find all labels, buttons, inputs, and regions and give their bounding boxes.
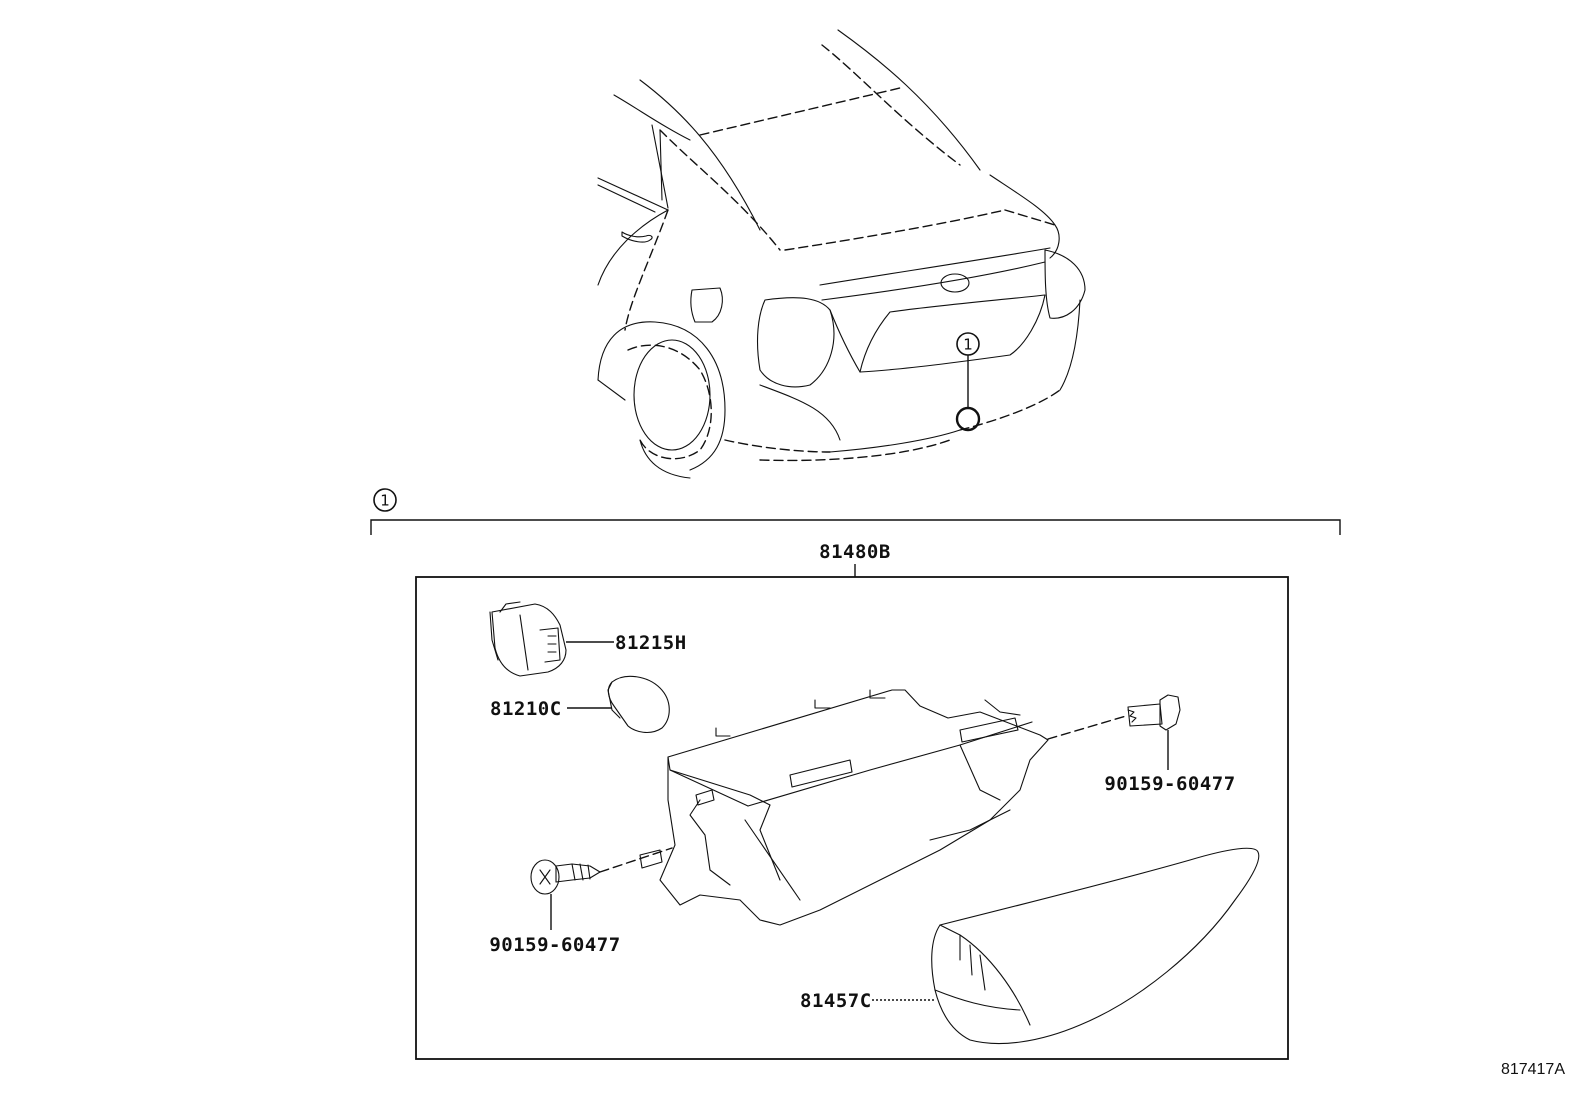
- left-screw-label: 90159-60477: [489, 934, 620, 956]
- socket-label: 81215H: [615, 632, 687, 654]
- right-screw-label: 90159-60477: [1104, 773, 1235, 795]
- lens-part: [931, 847, 1260, 1045]
- bulb-part: [607, 675, 670, 734]
- section-bracket: 1: [370, 488, 1341, 535]
- socket-part: [489, 601, 567, 677]
- section-callout-number: 1: [380, 492, 390, 510]
- assembly-label: 81480B: [819, 541, 891, 563]
- bulb-label: 81210C: [490, 698, 562, 720]
- lens-label: 81457C: [800, 990, 872, 1012]
- left-screw-part: [530, 859, 601, 895]
- vehicle-callout-number: 1: [963, 336, 973, 354]
- lamp-housing-part: [639, 689, 1049, 926]
- vehicle-rear-illustration: 1: [597, 29, 1086, 479]
- right-screw-part: [1127, 694, 1181, 731]
- assembly-box: [415, 576, 1289, 1060]
- drawing-code: 817417A: [1501, 1061, 1565, 1078]
